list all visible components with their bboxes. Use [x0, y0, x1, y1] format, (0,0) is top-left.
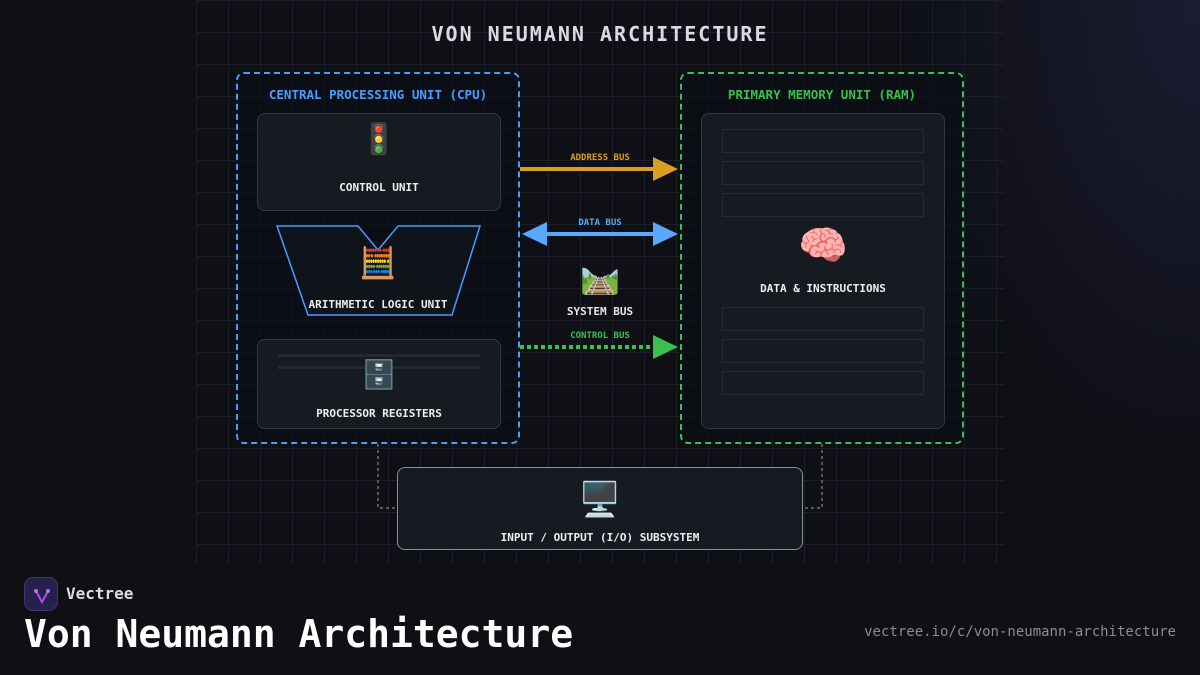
diagram-title: VON NEUMANN ARCHITECTURE — [431, 22, 769, 46]
memory-slot — [722, 307, 924, 331]
vectree-logo — [24, 577, 58, 611]
control-bus-arrowhead — [653, 335, 678, 359]
page-title: Von Neumann Architecture — [24, 612, 574, 656]
memory-block: 🧠 DATA & INSTRUCTIONS — [701, 113, 945, 429]
data-bus-arrowhead-right — [653, 222, 678, 246]
memory-content-label: DATA & INSTRUCTIONS — [760, 282, 886, 295]
register-line — [278, 354, 480, 357]
control-unit-label: CONTROL UNIT — [339, 181, 419, 194]
io-label: INPUT / OUTPUT (I/O) SUBSYSTEM — [500, 531, 700, 544]
cpu-title: CENTRAL PROCESSING UNIT (CPU) — [268, 87, 488, 102]
data-bus-arrowhead-left — [522, 222, 547, 246]
data-bus-label: DATA BUS — [578, 218, 622, 228]
brand-name: Vectree — [66, 584, 134, 603]
memory-slot — [722, 161, 924, 185]
ram-io-connector — [802, 444, 823, 509]
memory-slot — [722, 371, 924, 395]
railway-icon: 🛤️ — [580, 258, 620, 296]
address-bus-arrowhead — [653, 157, 678, 181]
cpu-io-connector — [377, 444, 398, 509]
traffic-light-icon: 🚦 — [360, 122, 398, 157]
ram-title: PRIMARY MEMORY UNIT (RAM) — [727, 87, 917, 102]
connectors — [377, 157, 823, 509]
source-url[interactable]: vectree.io/c/von-neumann-architecture — [864, 624, 1176, 640]
abacus-icon: 🧮 — [359, 246, 397, 281]
registers-label: PROCESSOR REGISTERS — [316, 407, 442, 420]
alu-shape — [276, 225, 482, 316]
control-unit: 🚦 CONTROL UNIT — [257, 113, 501, 211]
processor-registers: 🗄️ PROCESSOR REGISTERS — [257, 339, 501, 429]
brain-icon: 🧠 — [798, 223, 848, 269]
ram-container: PRIMARY MEMORY UNIT (RAM) 🧠 DATA & INSTR… — [680, 72, 964, 444]
file-cabinet-icon: 🗄️ — [361, 358, 397, 391]
memory-slot — [722, 339, 924, 363]
alu-label: ARITHMETIC LOGIC UNIT — [308, 298, 448, 311]
memory-slot — [722, 129, 924, 153]
address-bus-label: ADDRESS BUS — [570, 153, 630, 163]
cpu-container: CENTRAL PROCESSING UNIT (CPU) 🚦 CONTROL … — [236, 72, 520, 444]
vectree-logo-icon — [34, 589, 50, 605]
system-bus-label: SYSTEM BUS — [566, 305, 634, 318]
control-bus-label: CONTROL BUS — [570, 331, 630, 341]
memory-slot — [722, 193, 924, 217]
desktop-computer-icon: 🖥️ — [578, 480, 622, 520]
register-line — [278, 366, 480, 369]
io-subsystem: 🖥️ INPUT / OUTPUT (I/O) SUBSYSTEM — [397, 467, 803, 550]
